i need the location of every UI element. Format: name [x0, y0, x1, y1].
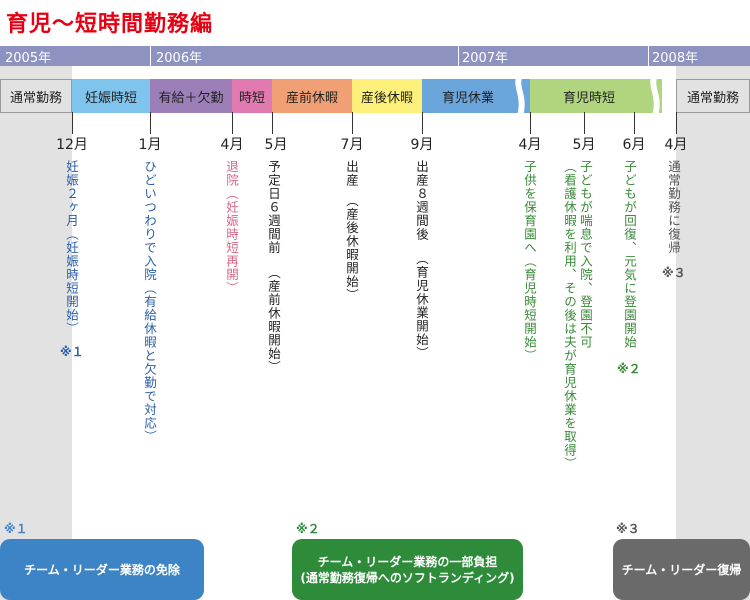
note-box-text: チーム・リーダー復帰	[621, 562, 742, 577]
month-label: 12月	[56, 137, 88, 153]
month-label: 4月	[220, 137, 244, 153]
month-label: 1月	[138, 137, 162, 153]
event-note-mark: ※３	[662, 266, 686, 280]
normal-period-end-shade	[676, 66, 750, 600]
year-bar	[0, 46, 750, 66]
note-box-text: チーム・リーダー業務の一部負担	[317, 554, 498, 569]
stage-normal-start: 通常勤務	[0, 79, 72, 113]
year-divider	[648, 46, 649, 66]
month-tick	[676, 112, 677, 134]
footnote-mark: ※２	[296, 522, 320, 536]
month-tick	[272, 112, 273, 134]
year-label: 2007年	[462, 51, 509, 66]
page-title: 育児～短時間勤務編	[6, 12, 214, 37]
month-label: 4月	[518, 137, 542, 153]
month-tick	[634, 112, 635, 134]
stage-shortened: 時短	[232, 79, 272, 113]
event-asthma-line1: 子どもが喘息で入院、登園不可	[578, 160, 593, 349]
event-note-mark: ※２	[617, 362, 641, 376]
event-hospitalized: ひどいつわりで入院（有給休暇と欠勤で対応）	[142, 160, 157, 444]
footnote-mark: ※３	[616, 522, 640, 536]
note-box-leader-exemption: チーム・リーダー業務の免除	[0, 539, 204, 600]
event-daycare: 子供を保育園へ（育児時短開始）	[522, 160, 537, 363]
year-divider	[458, 46, 459, 66]
stage-postnatal-leave: 産後休暇	[352, 79, 422, 113]
month-tick	[352, 112, 353, 134]
stage-normal-end: 通常勤務	[676, 79, 750, 113]
month-tick	[584, 112, 585, 134]
timeline-break-mark	[515, 76, 525, 116]
month-label: 9月	[410, 137, 434, 153]
event-recovery: 子どもが回復、元気に登園開始	[622, 160, 637, 349]
event-childcare-leave-line1: 出産８週間後	[414, 160, 429, 241]
year-label: 2005年	[5, 51, 52, 66]
year-divider	[150, 46, 151, 66]
note-box-partial-leader: チーム・リーダー業務の一部負担 (通常勤務復帰へのソフトランディング)	[292, 539, 523, 600]
stage-childcare-short: 育児時短	[530, 79, 648, 113]
footnote-mark: ※１	[4, 522, 28, 536]
normal-period-start-shade	[0, 66, 72, 600]
event-childcare-leave-line2: （育児休業開始）	[414, 252, 429, 360]
month-tick	[150, 112, 151, 134]
event-asthma-line2: （看護休暇を利用、その後は夫が育児休業を取得）	[562, 160, 577, 471]
event-pregnancy: 妊娠２ヶ月（妊娠時短開始）	[64, 160, 79, 336]
stage-pregnancy-short: 妊娠時短	[72, 79, 150, 113]
month-label: 5月	[264, 137, 288, 153]
event-birth-line2: （産後休暇開始）	[344, 194, 359, 302]
stage-childcare-leave: 育児休業	[422, 79, 514, 113]
event-due-date-line2: （産前休暇開始）	[266, 266, 281, 374]
month-tick	[530, 112, 531, 134]
timeline-break-mark	[650, 76, 660, 116]
event-birth-line1: 出産	[344, 160, 359, 187]
event-due-date-line1: 予定日６週間前	[266, 160, 281, 255]
event-discharged: 退院（妊娠時短再開）	[224, 160, 239, 295]
month-label: 6月	[622, 137, 646, 153]
year-label: 2006年	[156, 51, 203, 66]
note-box-leader-return: チーム・リーダー復帰	[613, 539, 750, 600]
month-label: 5月	[572, 137, 596, 153]
month-tick	[72, 112, 73, 134]
note-box-subtext: (通常勤務復帰へのソフトランディング)	[300, 570, 515, 585]
year-label: 2008年	[652, 51, 699, 66]
month-tick	[232, 112, 233, 134]
event-return-to-work: 通常勤務に復帰	[666, 160, 681, 255]
month-label: 4月	[664, 137, 688, 153]
note-box-text: チーム・リーダー業務の免除	[24, 562, 180, 577]
event-note-mark: ※１	[60, 345, 84, 359]
stage-paid-leave: 有給＋欠勤	[150, 79, 232, 113]
stage-prenatal-leave: 産前休暇	[272, 79, 352, 113]
month-tick	[422, 112, 423, 134]
month-label: 7月	[340, 137, 364, 153]
